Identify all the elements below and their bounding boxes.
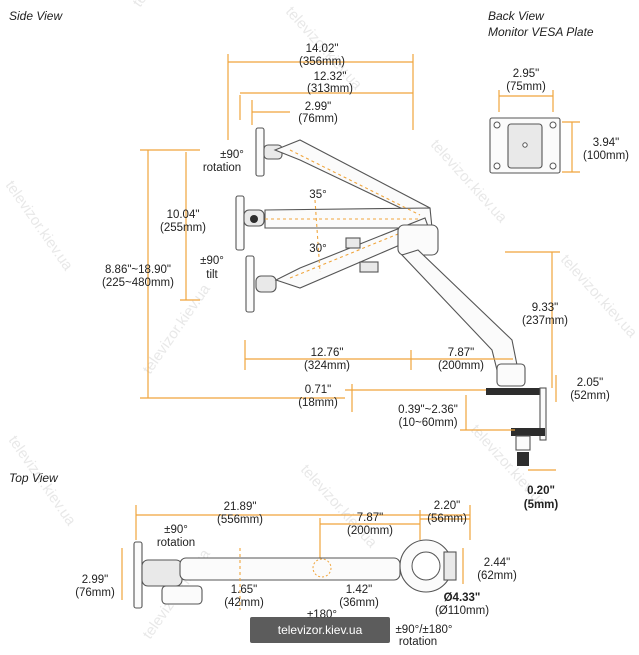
base-diameter-mm: (Ø110mm) [435, 605, 489, 617]
base-dia-w-mm: (56mm) [427, 513, 467, 525]
pole-height-mm: (237mm) [522, 315, 568, 327]
base-height-in: 2.44" [484, 557, 510, 569]
back-view: 2.95" (75mm) 3.94" (100mm) [489, 68, 629, 174]
top-vesa-plate [133, 541, 143, 609]
watermark: televizor.kiev.ua [129, 0, 204, 10]
top-tilt-head [141, 559, 183, 587]
arm-depth-mm: (313mm) [307, 83, 353, 95]
pivot-knob [250, 215, 258, 223]
vesa-hole [549, 121, 557, 129]
angle-up: 35° [309, 189, 326, 201]
mid-reach-mm: (200mm) [347, 525, 393, 537]
watermark: televizor.kiev.ua [557, 251, 639, 341]
vesa-plate-top [255, 127, 265, 177]
side-view: 14.02" (356mm) 12.32" (313mm) 2.99" (76m… [102, 43, 610, 511]
arm-width-in: 1.65" [231, 584, 257, 596]
top-base-inner [411, 551, 441, 581]
rotation-label: rotation [203, 162, 241, 174]
vesa-height-mm: (100mm) [583, 150, 629, 162]
tilt-head-low [255, 275, 277, 293]
pole-top [496, 363, 526, 387]
vesa-hole [522, 142, 528, 148]
badge-text: televizor.kiev.ua [278, 623, 363, 637]
angle-arc-guide [314, 199, 321, 273]
head-depth-mm: (76mm) [298, 113, 338, 125]
clamp-top-in: 0.71" [305, 384, 331, 396]
total-reach-in: 21.89" [224, 501, 257, 513]
clamp-width-mm: (5mm) [524, 499, 559, 511]
top-rotation-value: ±90° [164, 524, 188, 536]
joint-marker [312, 558, 332, 578]
vesa-width-mm: (75mm) [506, 81, 546, 93]
clamp-jaw [511, 428, 545, 436]
back-view-title: Back View [488, 9, 545, 23]
vesa-hole [493, 121, 501, 129]
top-rotation-label: rotation [157, 537, 195, 549]
pole-height-in: 9.33" [532, 302, 558, 314]
top-view: 21.89" (556mm) 7.87" (200mm) 2.20" (56mm… [75, 500, 517, 648]
base-height-mm: (62mm) [477, 570, 517, 582]
desk-thickness-in: 0.39"~2.36" [398, 404, 458, 416]
height-range-in: 8.86"~18.90" [105, 264, 171, 276]
arm-clip [345, 237, 361, 249]
arm-clip [359, 261, 379, 273]
vesa-plate-mid [235, 195, 245, 251]
vesa-plate-title: Monitor VESA Plate [488, 25, 594, 39]
tilt-range-in: 10.04" [167, 209, 200, 221]
total-depth-mm: (356mm) [299, 56, 345, 68]
vesa-height-in: 3.94" [593, 137, 619, 149]
watermark: televizor.kiev.ua [139, 280, 214, 377]
head-depth-in: 2.99" [305, 101, 331, 113]
badge-background [250, 617, 390, 643]
height-range-mm: (225~480mm) [102, 277, 174, 289]
clamp-top-mm: (18mm) [298, 397, 338, 409]
side-view-title: Side View [9, 9, 63, 23]
watermark: televizor.kiev.ua [297, 461, 381, 551]
base-dia-w-in: 2.20" [434, 500, 460, 512]
tilt-label: tilt [206, 269, 218, 281]
arm-depth-in: 12.32" [314, 71, 347, 83]
watermark: televizor.kiev.ua [2, 178, 77, 275]
clamp-height-mm: (52mm) [570, 390, 610, 402]
vesa-width-in: 2.95" [513, 68, 539, 80]
clamp-height-in: 2.05" [577, 377, 603, 389]
clamp-screw [515, 435, 531, 451]
clamp-spine [539, 387, 547, 441]
top-tilt-head-swing [161, 585, 203, 605]
clamp-knob [517, 452, 529, 466]
vesa-hole [549, 162, 557, 170]
site-badge: televizor.kiev.ua [250, 617, 390, 643]
tilt-value: ±90° [200, 255, 224, 267]
lower-reach-in: 12.76" [311, 347, 344, 359]
top-clamp [443, 551, 457, 581]
rotation-value: ±90° [220, 149, 244, 161]
top-view-title: Top View [9, 471, 59, 485]
vesa-plate-low [245, 255, 255, 313]
desk-clamp-top [486, 388, 546, 395]
head-width-mm: (76mm) [75, 587, 115, 599]
base-reach-in: 7.87" [448, 347, 474, 359]
tilt-range-mm: (255mm) [160, 222, 206, 234]
base-reach-mm: (200mm) [438, 360, 484, 372]
total-reach-mm: (556mm) [217, 514, 263, 526]
total-depth-in: 14.02" [306, 43, 339, 55]
vesa-hole [493, 162, 501, 170]
head-width-in: 2.99" [82, 574, 108, 586]
base-rotation-label: rotation [399, 636, 437, 648]
base-diameter-in: Ø4.33" [444, 592, 481, 604]
lower-reach-mm: (324mm) [304, 360, 350, 372]
desk-thickness-mm: (10~60mm) [398, 417, 457, 429]
arm-width-mm: (42mm) [224, 597, 264, 609]
joint-width-in: 1.42" [346, 584, 372, 596]
arm-centerline [289, 149, 421, 216]
base-rotation-value: ±90°/±180° [396, 624, 453, 636]
top-arm [179, 557, 401, 581]
joint-width-mm: (36mm) [339, 597, 379, 609]
angle-down: 30° [309, 243, 326, 255]
mid-reach-in: 7.87" [357, 512, 383, 524]
clamp-width-in: 0.20" [527, 485, 555, 497]
